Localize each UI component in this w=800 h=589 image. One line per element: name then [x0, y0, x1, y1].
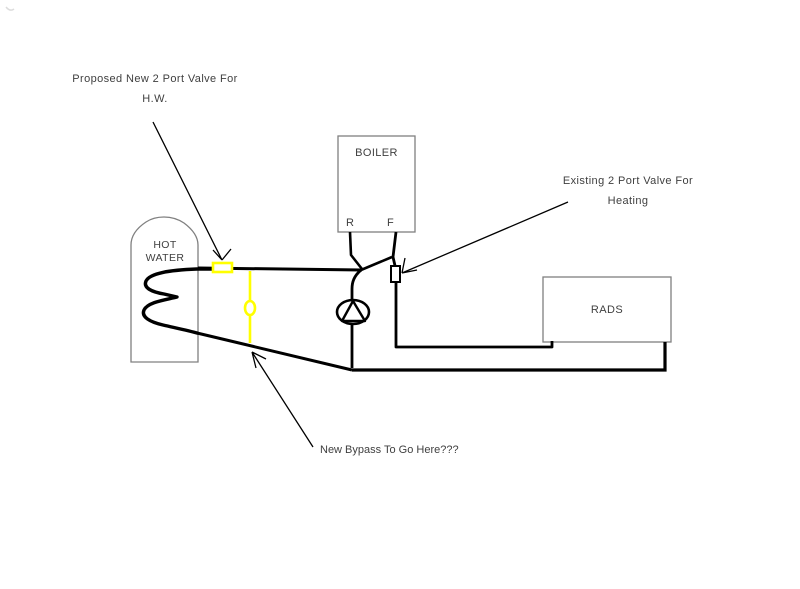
proposed-valve-label-line1: Proposed New 2 Port Valve For [72, 73, 238, 85]
hot-water-label: HOT WATER [134, 239, 196, 265]
existing-valve-icon [390, 265, 401, 283]
proposed-valve-arrow [152, 121, 232, 261]
junction-branch-pipe [360, 255, 393, 272]
pump-icon [335, 298, 371, 326]
existing-valve-label-line1: Existing 2 Port Valve For [562, 175, 694, 187]
proposed-valve-icon [211, 261, 234, 274]
existing-valve-arrow [401, 201, 569, 274]
rads-label: RADS [590, 304, 624, 316]
bypass-label: New Bypass To Go Here??? [320, 444, 459, 456]
boiler-label: BOILER [355, 147, 398, 159]
boiler-flow-pipe [391, 231, 554, 349]
boiler-flow-port-label: F [387, 217, 394, 229]
cylinder-coil-pipe [141, 267, 216, 335]
rads-box [542, 276, 672, 343]
rads-return-pipe [352, 342, 667, 372]
proposed-valve-label: Proposed New 2 Port Valve For H.W. [55, 69, 255, 109]
hot-water-cylinder [130, 216, 199, 363]
bypass-arrow [251, 351, 314, 448]
annotation-arrows [152, 121, 569, 448]
bypass-valve-icon [243, 299, 257, 317]
pump-drop-pipe [350, 268, 362, 368]
boiler-box [337, 135, 416, 233]
proposed-valve-label-line2: H.W. [142, 93, 168, 105]
stray-pencil-mark [5, 6, 15, 11]
hot-water-label-line1: HOT [153, 239, 177, 251]
existing-valve-label-line2: Heating [607, 195, 649, 207]
boiler-return-pipe [348, 231, 364, 270]
existing-valve-label: Existing 2 Port Valve For Heating [528, 171, 728, 211]
boiler-return-port-label: R [346, 217, 354, 229]
cylinder-return-pipe [196, 331, 353, 372]
hot-water-label-line2: WATER [145, 252, 185, 264]
